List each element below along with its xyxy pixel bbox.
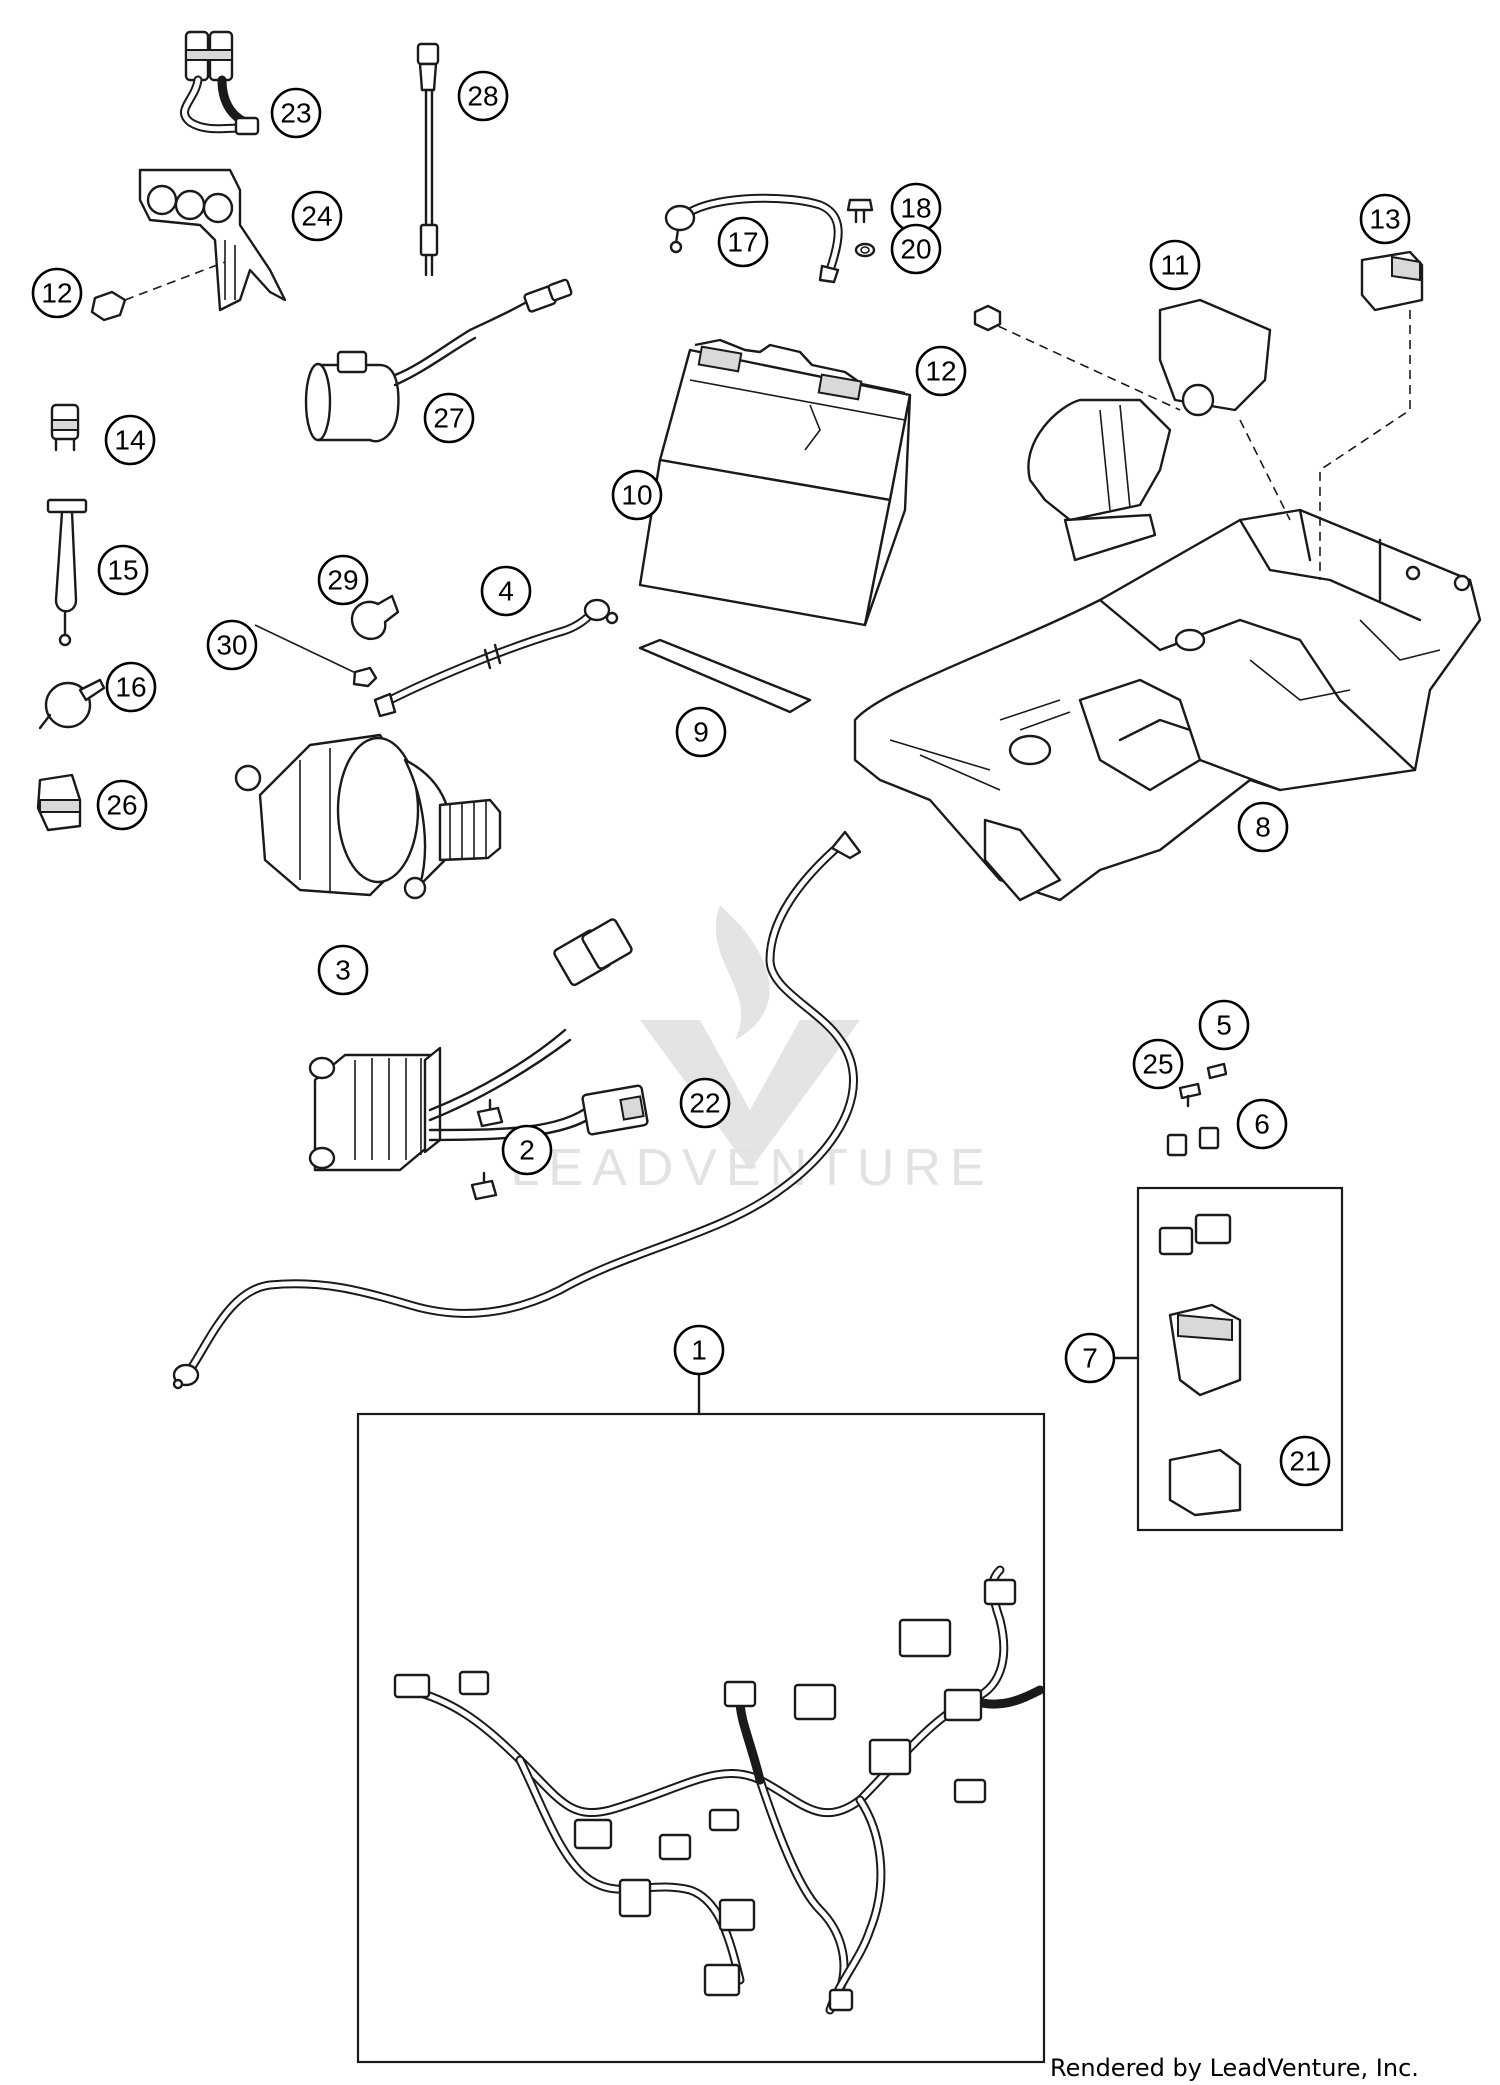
part-26-connector-block (36, 773, 82, 832)
part-25-screw (1178, 1082, 1202, 1108)
watermark-text: LEADVENTURE (510, 1139, 993, 1197)
callout-12-right: 12 (915, 345, 967, 397)
part-23-connector-cable (180, 30, 260, 136)
svg-text:25: 25 (1142, 1049, 1173, 1080)
svg-text:17: 17 (727, 227, 758, 258)
callout-9: 9 (675, 706, 727, 758)
svg-text:24: 24 (301, 201, 332, 232)
svg-text:7: 7 (1082, 1343, 1098, 1374)
callout-26: 26 (96, 779, 148, 831)
callout-30: 30 (206, 619, 258, 671)
part-27-sensor (304, 278, 573, 443)
svg-text:18: 18 (900, 193, 931, 224)
svg-text:30: 30 (216, 630, 247, 661)
svg-text:29: 29 (327, 565, 358, 596)
svg-text:13: 13 (1369, 204, 1400, 235)
svg-text:8: 8 (1255, 812, 1271, 843)
svg-text:9: 9 (693, 717, 709, 748)
part-4-cable (373, 598, 619, 718)
callout-2: 2 (501, 1124, 553, 1176)
callout-16: 16 (105, 661, 157, 713)
part-17-battery-cable (664, 193, 843, 284)
part-5-screw (1206, 1062, 1228, 1080)
callout-6: 6 (1236, 1098, 1288, 1150)
part-7-relay-group (1114, 1186, 1344, 1532)
svg-text:28: 28 (467, 81, 498, 112)
callout-25: 25 (1132, 1038, 1184, 1090)
svg-text:15: 15 (107, 555, 138, 586)
svg-text:22: 22 (689, 1088, 720, 1119)
callout-10: 10 (611, 469, 663, 521)
part-29-terminal-cap (350, 594, 400, 641)
footer-credit: Rendered by LeadVenture, Inc. (1050, 2054, 1419, 2082)
part-8-battery-holder (853, 508, 1482, 902)
svg-text:14: 14 (114, 425, 145, 456)
part-6-fuses (1166, 1126, 1220, 1157)
callout-14: 14 (104, 414, 156, 466)
callout-4: 4 (480, 565, 532, 617)
leadventure-watermark: LEADVENTURE (510, 905, 993, 1197)
svg-text:26: 26 (106, 790, 137, 821)
part-3-regulator (308, 918, 649, 1172)
callout-29: 29 (317, 554, 369, 606)
svg-text:16: 16 (115, 672, 146, 703)
svg-text:23: 23 (280, 98, 311, 129)
svg-text:10: 10 (621, 480, 652, 511)
svg-text:6: 6 (1254, 1109, 1270, 1140)
part-12-nut-right (973, 304, 1002, 332)
group-1-frame (356, 1412, 1046, 2064)
part-2-screws (470, 1098, 504, 1201)
callout-22: 22 (679, 1077, 731, 1129)
svg-text:3: 3 (335, 955, 351, 986)
callout-15: 15 (97, 544, 149, 596)
callout-12-left: 12 (31, 267, 83, 319)
callout-17: 17 (717, 216, 769, 268)
svg-text:4: 4 (498, 576, 514, 607)
part-28-rod-cable (416, 42, 440, 277)
part-18-screw (846, 198, 874, 224)
callout-13: 13 (1359, 193, 1411, 245)
callout-3: 3 (317, 944, 369, 996)
svg-text:27: 27 (433, 403, 464, 434)
part-13-connector (1319, 250, 1424, 580)
svg-text:5: 5 (1216, 1010, 1232, 1041)
part-starter-motor (234, 733, 502, 900)
svg-text:21: 21 (1289, 1446, 1320, 1477)
part-14-fuse (50, 403, 80, 452)
part-15-strap (46, 498, 88, 647)
part-24-cable-holder (90, 168, 287, 322)
part-30-nut (254, 624, 378, 688)
part-1-wiring-harness (356, 1373, 1046, 2064)
callout-1: 1 (673, 1324, 725, 1376)
svg-text:20: 20 (900, 234, 931, 265)
svg-text:12: 12 (925, 356, 956, 387)
callout-23: 23 (270, 87, 322, 139)
callout-11: 11 (1149, 239, 1201, 291)
callout-20: 20 (890, 223, 942, 275)
part-20-washer (854, 242, 876, 258)
callout-7: 7 (1064, 1332, 1116, 1384)
part-22-long-cable (172, 830, 862, 1390)
part-11-cover (984, 298, 1291, 562)
callout-28: 28 (457, 70, 509, 122)
callout-5: 5 (1198, 999, 1250, 1051)
svg-text:11: 11 (1160, 250, 1189, 281)
callout-8: 8 (1237, 801, 1289, 853)
part-16-cable-tie (38, 678, 106, 730)
svg-text:2: 2 (519, 1135, 535, 1166)
svg-text:1: 1 (691, 1335, 707, 1366)
svg-text:12: 12 (41, 278, 72, 309)
callout-24: 24 (291, 190, 343, 242)
callout-21: 21 (1279, 1435, 1331, 1487)
callout-27: 27 (423, 392, 475, 444)
part-9-pad (638, 638, 812, 714)
part-10-battery (638, 338, 912, 627)
